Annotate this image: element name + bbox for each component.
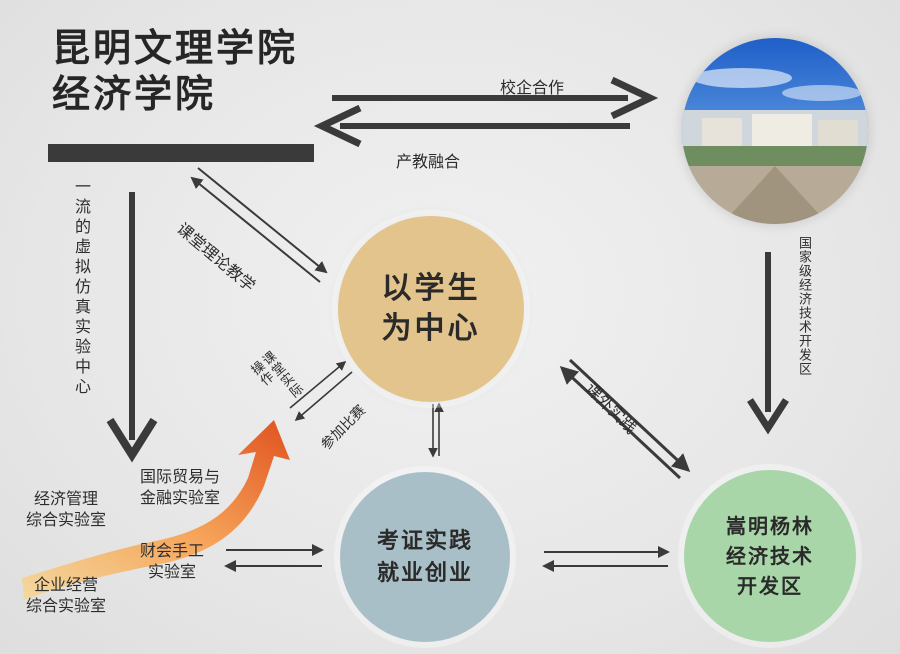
arrow-classroom-theory [190,167,328,283]
label-school-enterprise: 校企合作 [500,78,565,97]
lab-enterprise-ops: 企业经营 综合实验室 [26,575,107,615]
campus-photo [682,38,868,224]
arrow-virtual-center [106,192,158,463]
node-student-center: 以学生 为中心 [338,216,524,402]
node-employment: 考证实践 就业创业 [340,472,510,642]
title-underline-bar [48,144,314,162]
campus-image [682,38,868,224]
arrow-practice-competition [289,360,353,422]
node-development-zone: 嵩明杨林 经济技术 开发区 [684,470,856,642]
label-virtual-center: 一流的虚拟仿真实验中心 [72,178,91,398]
label-national-zone: 国家级经济技术开发区 [796,236,811,376]
lab-finance-manual: 财会手工 实验室 [140,541,205,581]
lab-econ-mgmt: 经济管理 综合实验室 [26,489,107,529]
title-line-2: 经济学院 [52,72,217,116]
arrow-labs-employment [224,544,324,572]
arrow-employment-zone [542,546,670,572]
growth-arrow [22,420,290,600]
arrow-center-employment [428,402,444,458]
lab-intl-trade: 国际贸易与 金融实验室 [140,467,221,507]
arrow-extracurricular [559,358,691,480]
arrow-national-zone [747,252,789,435]
title-line-1: 昆明文理学院 [52,26,299,70]
arrow-industry-education [313,104,630,148]
arrow-school-enterprise [332,76,659,120]
label-industry-education: 产教融合 [396,152,461,171]
